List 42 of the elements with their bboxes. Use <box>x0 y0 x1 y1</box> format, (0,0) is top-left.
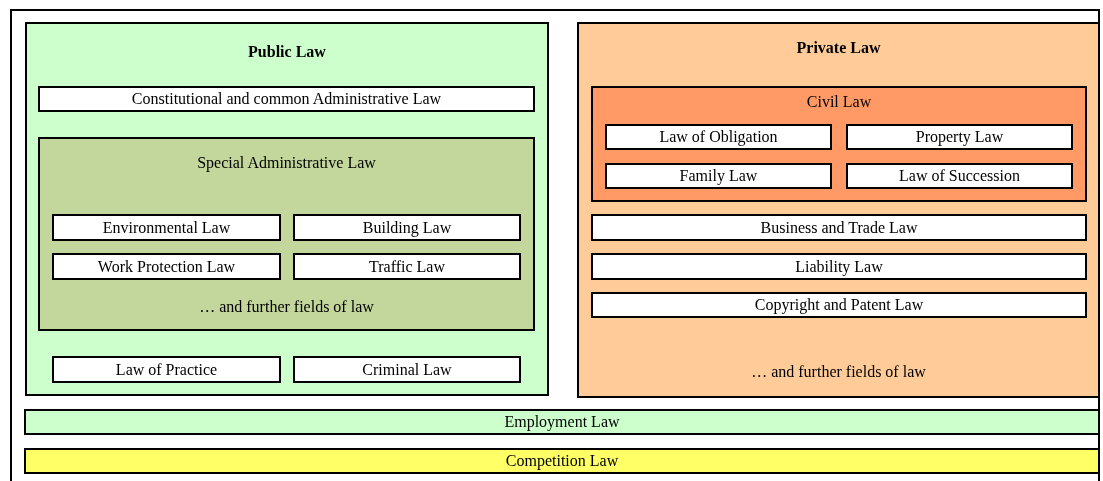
law-box <box>293 356 521 383</box>
law-box <box>591 292 1087 318</box>
box-label: Criminal Law <box>362 361 452 378</box>
box-label: Constitutional and common Administrative Law <box>131 91 442 107</box>
group-heading: Special Administrative Law <box>197 155 376 171</box>
box-label: Family Law <box>679 168 758 184</box>
group-heading: Civil Law <box>806 94 872 110</box>
box-label: Work Protection Law <box>97 258 236 275</box>
law-box <box>846 124 1073 150</box>
law-group-box <box>591 86 1087 202</box>
box-label: Employment Law <box>504 414 620 430</box>
law-group-box <box>38 137 535 331</box>
law-box <box>24 448 1100 474</box>
group-note: … and further fields of law <box>751 364 926 380</box>
box-label: Competition Law <box>505 453 619 469</box>
law-box <box>591 253 1087 280</box>
box-label: Property Law <box>915 129 1004 145</box>
box-label: Copyright and Patent Law <box>754 297 924 313</box>
law-box <box>293 214 521 241</box>
law-box <box>52 356 281 383</box>
law-box <box>846 163 1073 189</box>
law-box <box>38 86 535 112</box>
law-box <box>24 409 1100 435</box>
group-heading: Private Law <box>796 40 881 56</box>
group-note: … and further fields of law <box>199 299 374 315</box>
group-heading: Public Law <box>248 44 326 60</box>
law-group-box <box>25 22 549 396</box>
box-label: Traffic Law <box>369 258 445 275</box>
box-label: Liability Law <box>795 258 883 275</box>
box-label: Law of Obligation <box>659 129 778 145</box>
law-box <box>605 163 832 189</box>
box-label: Law of Practice <box>115 361 218 378</box>
box-label: Building Law <box>362 219 452 236</box>
box-label: Law of Succession <box>899 168 1020 184</box>
law-box <box>293 253 521 280</box>
law-group-box <box>577 22 1100 398</box>
law-box <box>52 214 281 241</box>
law-box <box>52 253 281 280</box>
box-label: Environmental Law <box>102 219 231 236</box>
box-label: Business and Trade Law <box>760 219 918 236</box>
law-box <box>605 124 832 150</box>
law-box <box>591 214 1087 241</box>
